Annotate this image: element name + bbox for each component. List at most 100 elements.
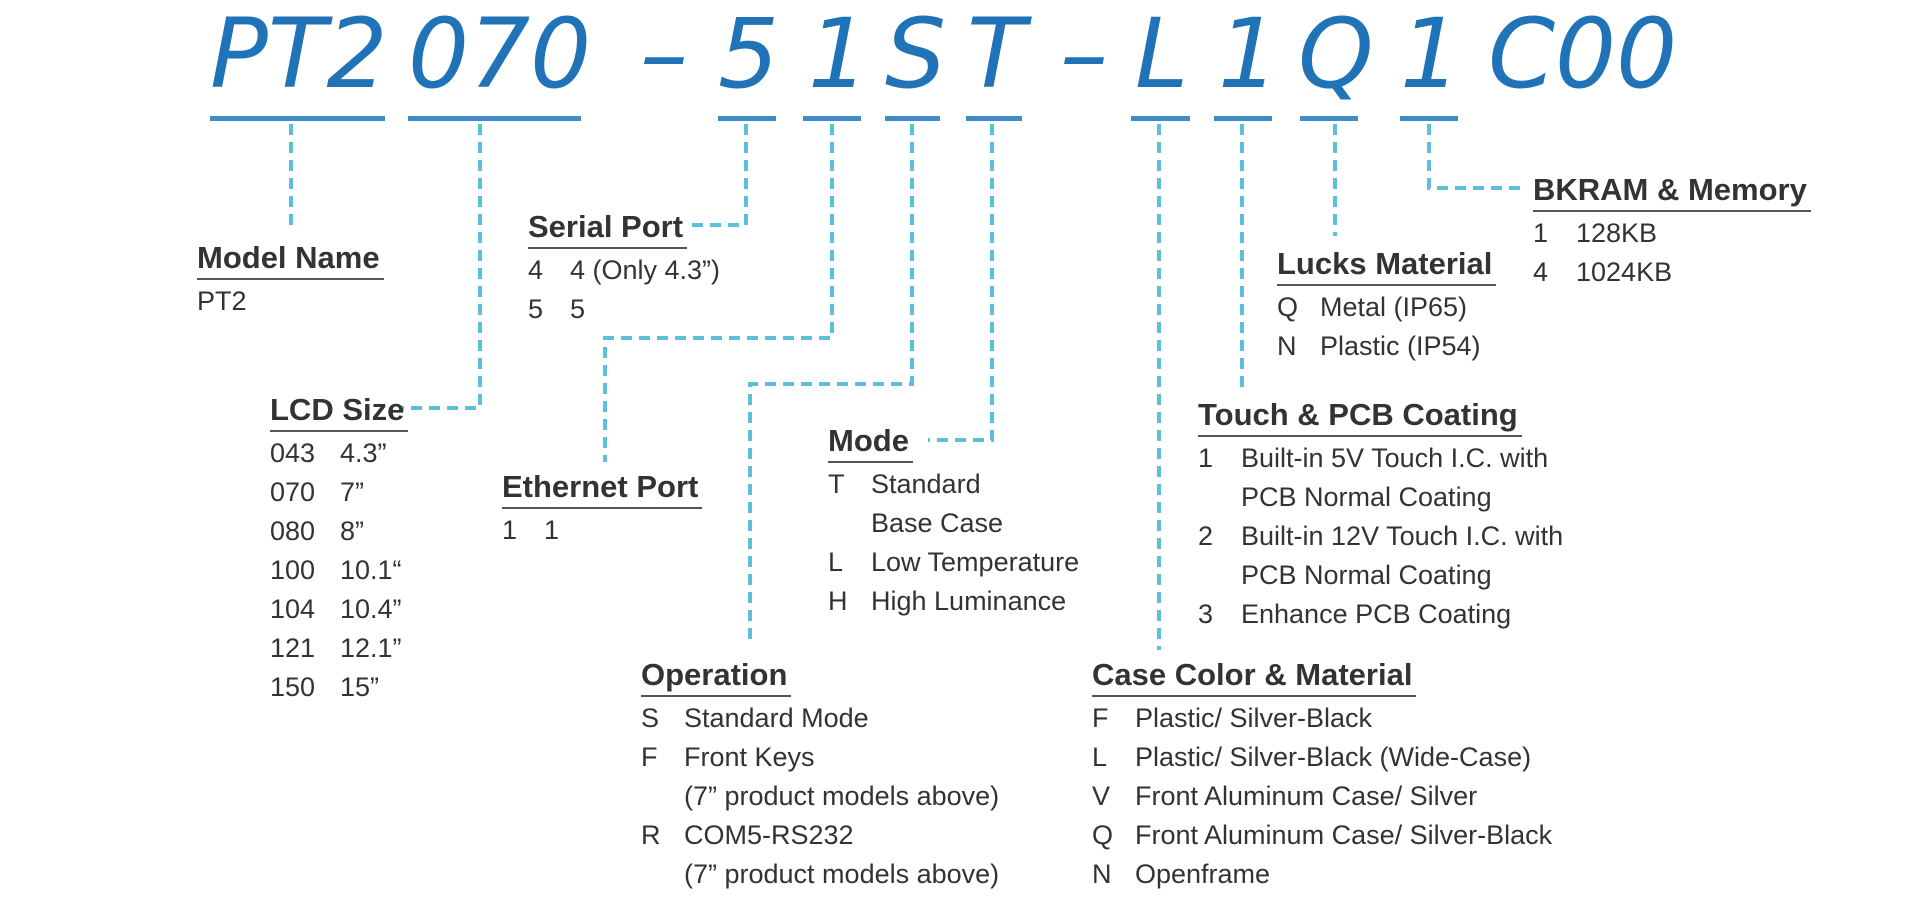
- option-code: 104: [270, 594, 316, 624]
- option-description-line: 7”: [340, 477, 365, 507]
- option-description: 4 (Only 4.3”): [570, 251, 720, 290]
- option-description: 7”: [340, 473, 364, 512]
- option-description: Front Aluminum Case/ Silver: [1135, 777, 1477, 816]
- connector-1a: [603, 124, 834, 462]
- serial-port-title: Serial Port: [528, 207, 688, 249]
- code-underline-l: [1131, 116, 1190, 121]
- option-code: 4: [528, 255, 544, 285]
- lucks-material-option: Q Metal (IP65): [1277, 288, 1496, 327]
- option-description-line: 4 (Only 4.3”): [570, 255, 721, 285]
- option-description-line: Enhance PCB Coating: [1241, 599, 1512, 629]
- option-code: Q: [1277, 292, 1299, 322]
- code-segment-l: L: [1135, 0, 1189, 110]
- option-description: 1024KB: [1576, 253, 1672, 292]
- code-segment-1c: 1: [1400, 0, 1462, 110]
- code-segment-1b: 1: [1218, 0, 1280, 110]
- option-description: PT2: [197, 282, 247, 321]
- option-description-line: COM5-RS232: [684, 820, 854, 850]
- option-code: 2: [1198, 521, 1214, 551]
- option-description: Front Aluminum Case/ Silver-Black: [1135, 816, 1552, 855]
- case-color-option: Q Front Aluminum Case/ Silver-Black: [1092, 816, 1552, 855]
- option-description-line: 10.4”: [340, 594, 402, 624]
- option-description-line: Metal (IP65): [1320, 292, 1468, 322]
- connector-t: [928, 124, 994, 442]
- bkram-memory-title: BKRAM & Memory: [1533, 170, 1811, 212]
- touch-pcb-title: Touch & PCB Coating: [1198, 395, 1522, 437]
- lcd-size-title: LCD Size: [270, 390, 409, 432]
- option-code: 100: [270, 555, 316, 585]
- option-description-line: 1: [544, 515, 560, 545]
- option-description: Enhance PCB Coating: [1241, 595, 1511, 634]
- option-description-line: PCB Normal Coating: [1241, 560, 1492, 590]
- option-description-line: Built-in 12V Touch I.C. with: [1241, 521, 1564, 551]
- option-description: 4.3”: [340, 434, 387, 473]
- code-underline-q: [1300, 116, 1358, 121]
- option-description-line: Front Aluminum Case/ Silver: [1135, 781, 1478, 811]
- code-segment-070: 070: [408, 0, 592, 110]
- operation-title: Operation: [641, 655, 792, 697]
- option-code: 5: [528, 294, 544, 324]
- option-code: 3: [1198, 599, 1214, 629]
- serial-port-option: 4 4 (Only 4.3”): [528, 251, 720, 290]
- option-description-line: PCB Normal Coating: [1241, 482, 1492, 512]
- option-code: F: [641, 742, 658, 772]
- option-code: 043: [270, 438, 316, 468]
- operation-option: S Standard Mode: [641, 699, 999, 738]
- option-description-line: 10.1“: [340, 555, 402, 585]
- option-description-line: Standard Mode: [684, 703, 869, 733]
- option-description-line: 12.1”: [340, 633, 402, 663]
- code-underline-1c: [1400, 116, 1458, 121]
- option-description-line: Built-in 5V Touch I.C. with: [1241, 443, 1549, 473]
- connector-5: [690, 124, 748, 227]
- case-color-title: Case Color & Material: [1092, 655, 1417, 697]
- code-segment-dash2: –: [1060, 0, 1108, 110]
- option-description: Low Temperature: [871, 543, 1079, 582]
- connector-1c: [1427, 124, 1525, 190]
- option-description-line: (7” product models above): [684, 781, 1000, 811]
- code-underline-s: [885, 116, 940, 121]
- option-description: COM5-RS232 (7” product models above): [684, 816, 999, 894]
- option-description-line: 8”: [340, 516, 365, 546]
- option-description-line: Plastic/ Silver-Black (Wide-Case): [1135, 742, 1532, 772]
- option-code: N: [1092, 859, 1112, 889]
- option-description: 8”: [340, 512, 364, 551]
- option-description-line: (7” product models above): [684, 859, 1000, 889]
- option-description: Front Keys(7” product models above): [684, 738, 999, 816]
- option-code: H: [828, 586, 848, 616]
- option-code: F: [1092, 703, 1109, 733]
- option-description-line: Plastic/ Silver-Black: [1135, 703, 1373, 733]
- option-code: Q: [1092, 820, 1114, 850]
- option-description: Plastic/ Silver-Black (Wide-Case): [1135, 738, 1531, 777]
- option-description: 12.1”: [340, 629, 402, 668]
- option-description: 15”: [340, 668, 379, 707]
- code-underline-5: [718, 116, 776, 121]
- option-code: S: [641, 703, 660, 733]
- option-description: Metal (IP65): [1320, 288, 1467, 327]
- code-underline-pt2: [210, 116, 385, 121]
- option-description-line: Front Aluminum Case/ Silver-Black: [1135, 820, 1553, 850]
- code-segment-t: T: [967, 0, 1026, 110]
- lcd-size-option: 100 10.1“: [270, 551, 408, 590]
- option-description: Standard Mode: [684, 699, 869, 738]
- model-name-title: Model Name: [197, 238, 384, 280]
- code-underline-070: [408, 116, 581, 121]
- option-code: 1: [502, 515, 518, 545]
- option-description: 10.1“: [340, 551, 402, 590]
- code-segment-dash1: –: [640, 0, 688, 110]
